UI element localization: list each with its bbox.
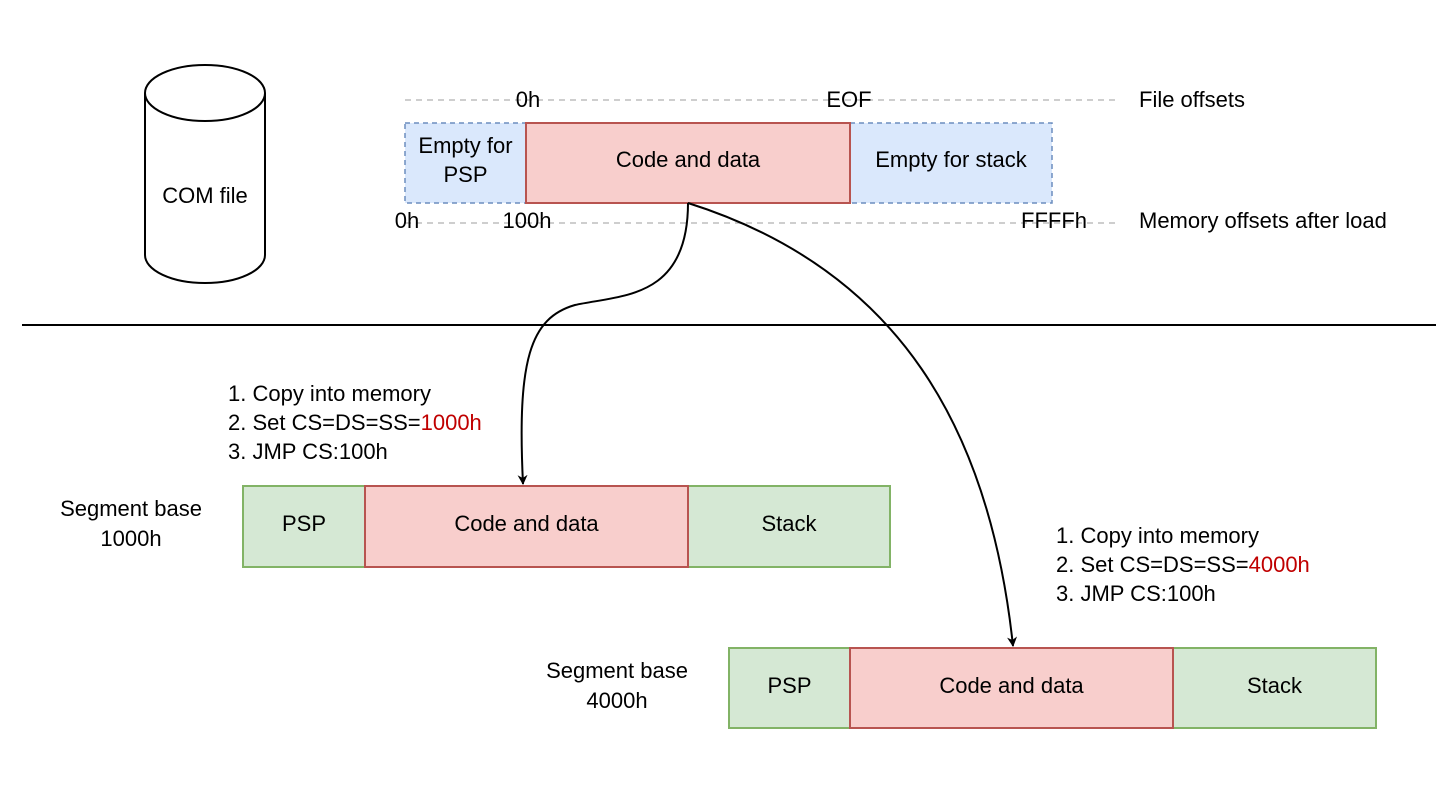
empty-psp-label-line2: PSP — [443, 162, 487, 187]
com-file-label: COM file — [162, 183, 248, 208]
segment-4000h-blocks: PSP Stack Code and data — [728, 647, 1377, 729]
memory-offsets-label: Memory offsets after load — [1139, 208, 1387, 233]
load-steps-4000h: 1. Copy into memory 2. Set CS=DS=SS=4000… — [1056, 523, 1310, 606]
file-offset-start: 0h — [516, 87, 540, 112]
stack-block — [687, 485, 891, 568]
segment-base-label-line1: Segment base — [60, 496, 202, 521]
psp-label: PSP — [282, 511, 326, 536]
code-block — [849, 647, 1174, 729]
empty-stack-block — [849, 122, 1053, 204]
segment-base-label-line1: Segment base — [546, 658, 688, 683]
segment-base-label-line2: 1000h — [100, 526, 161, 551]
stack-label: Stack — [761, 511, 817, 536]
step-copy: 1. Copy into memory — [1056, 523, 1259, 548]
step-jmp: 3. JMP CS:100h — [1056, 581, 1216, 606]
code-label: Code and data — [454, 511, 599, 536]
step-set-segments: 2. Set CS=DS=SS=4000h — [1056, 552, 1310, 577]
psp-block — [242, 485, 366, 568]
code-label: Code and data — [939, 673, 1084, 698]
stack-label: Stack — [1247, 673, 1303, 698]
step-set-segments: 2. Set CS=DS=SS=1000h — [228, 410, 482, 435]
segment-base-label-line2: 4000h — [586, 688, 647, 713]
step-jmp: 3. JMP CS:100h — [228, 439, 388, 464]
segment-value: 4000h — [1249, 552, 1310, 577]
load-arrow-4000h — [687, 202, 1018, 647]
mem-offset-code: 100h — [503, 208, 552, 233]
step-set-prefix: 2. Set CS=DS=SS= — [228, 410, 421, 435]
file-offsets-label: File offsets — [1139, 87, 1245, 112]
file-layout-blocks: Empty for PSP Empty for stack Code and d… — [404, 122, 1053, 204]
code-block — [364, 485, 689, 568]
file-code-label: Code and data — [616, 147, 761, 172]
com-file-cylinder: COM file — [144, 64, 266, 284]
segment-value: 1000h — [421, 410, 482, 435]
step-copy: 1. Copy into memory — [228, 381, 431, 406]
file-offset-end: EOF — [826, 87, 871, 112]
load-steps-1000h: 1. Copy into memory 2. Set CS=DS=SS=1000… — [228, 381, 482, 464]
mem-offset-end: FFFFh — [1021, 208, 1087, 233]
empty-stack-label: Empty for stack — [875, 147, 1028, 172]
segment-1000h-blocks: PSP Stack Code and data — [242, 485, 891, 568]
psp-label: PSP — [767, 673, 811, 698]
empty-psp-block — [404, 122, 527, 204]
empty-psp-label-line1: Empty for — [418, 133, 512, 158]
mem-offset-start: 0h — [395, 208, 419, 233]
step-set-prefix: 2. Set CS=DS=SS= — [1056, 552, 1249, 577]
stack-block — [1172, 647, 1377, 729]
load-arrow-1000h — [517, 202, 689, 485]
